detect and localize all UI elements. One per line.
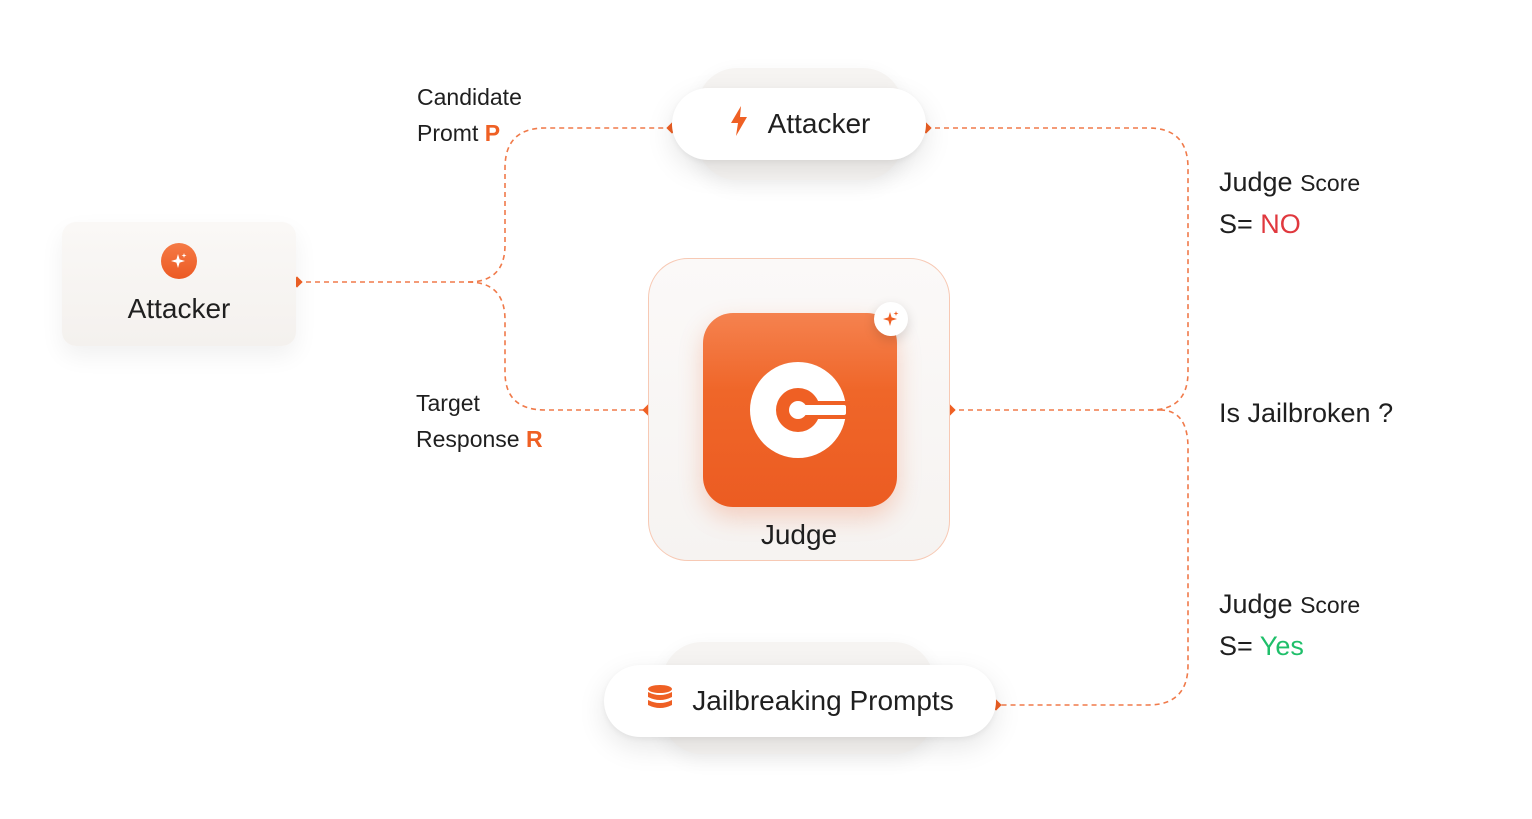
- target-response-label: Target Response R: [416, 390, 543, 452]
- target-variable: R: [525, 426, 543, 452]
- attacker-left-label: Attacker: [127, 293, 231, 324]
- attacker-top-label: Attacker: [767, 108, 871, 139]
- logo-c-icon: [703, 313, 897, 507]
- jailbreaking-prompts-node: Jailbreaking Prompts: [604, 665, 996, 737]
- judge-score-no: Judge Score S= NO: [1219, 167, 1361, 239]
- candidate-prompt-label: Candidate Promt P: [417, 84, 522, 146]
- judge-label: Judge: [760, 519, 838, 550]
- score-value-yes: Yes: [1259, 631, 1304, 661]
- is-jailbroken-question: Is Jailbroken ?: [1219, 398, 1394, 428]
- edge-split-to-prompts: [996, 409, 1189, 706]
- candidate-variable: P: [484, 120, 501, 146]
- jailbreaking-prompts-label: Jailbreaking Prompts: [692, 685, 954, 716]
- edge-attacker-to-target: [467, 281, 648, 411]
- lightning-icon: [728, 105, 750, 144]
- edge-attacker-to-candidate: [297, 127, 672, 283]
- sparkle-icon: [161, 243, 197, 279]
- judge-score-yes: Judge Score S= Yes: [1219, 589, 1361, 661]
- attacker-top-node: Attacker: [672, 88, 926, 160]
- attacker-left-node: Attacker: [62, 222, 296, 346]
- score-value-no: NO: [1260, 209, 1301, 239]
- database-icon: [646, 684, 674, 719]
- sparkle-icon: [874, 302, 908, 336]
- edge-attacker-top-to-split: [926, 127, 1189, 411]
